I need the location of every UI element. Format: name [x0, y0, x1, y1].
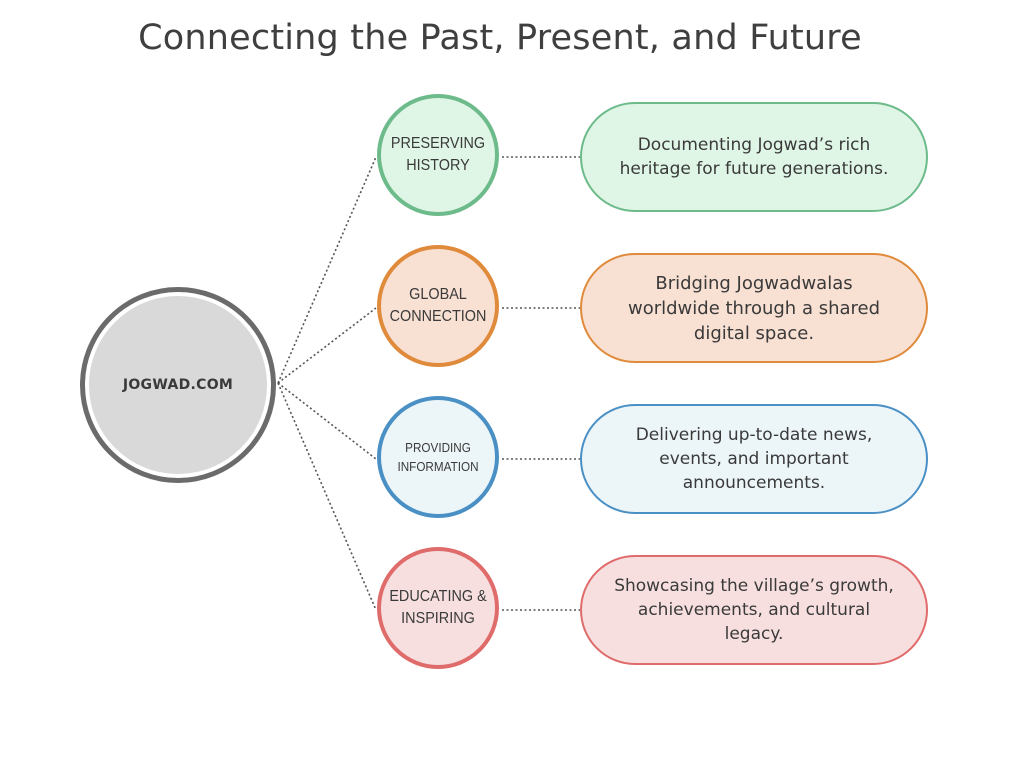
- hub-connector-4: [277, 382, 377, 611]
- pill-description: Documenting Jogwad’s rich heritage for f…: [619, 135, 889, 179]
- node-label-line2: HISTORY: [406, 157, 470, 174]
- page-title: Connecting the Past, Present, and Future: [138, 18, 862, 58]
- hub-connector-1: [277, 156, 377, 384]
- node-label-line1: PRESERVING: [390, 135, 486, 152]
- node-label: PRESERVING HISTORY: [387, 133, 490, 177]
- pill-description: Bridging Jogwadwalas worldwide through a…: [627, 272, 881, 344]
- node-global-connection: GLOBAL CONNECTION: [377, 245, 499, 367]
- pill-description: Delivering up-to-date news, events, and …: [635, 425, 873, 493]
- hub-connector-2: [277, 307, 377, 384]
- pill-global-connection: Bridging Jogwadwalas worldwide through a…: [580, 253, 928, 363]
- node-preserving-history: PRESERVING HISTORY: [377, 94, 499, 216]
- pill-providing-information: Delivering up-to-date news, events, and …: [580, 404, 928, 514]
- node-label: EDUCATING & INSPIRING: [387, 586, 490, 630]
- node-label-line2: INFORMATION: [397, 459, 479, 474]
- node-label: GLOBAL CONNECTION: [387, 284, 490, 328]
- node-educating-inspiring: EDUCATING & INSPIRING: [377, 547, 499, 669]
- node-label-line1: PROVIDING: [405, 440, 471, 455]
- node-label-line2: INSPIRING: [401, 610, 475, 627]
- node-label-line2: CONNECTION: [389, 308, 487, 325]
- hub-label: JOGWAD.COM: [122, 377, 234, 393]
- pill-description: Showcasing the village’s growth, achieve…: [614, 576, 894, 644]
- node-label-line1: EDUCATING &: [389, 588, 487, 605]
- pill-preserving-history: Documenting Jogwad’s rich heritage for f…: [580, 102, 928, 212]
- hub-connector-3: [277, 382, 377, 460]
- node-label-line1: GLOBAL: [409, 286, 467, 303]
- hub-circle: JOGWAD.COM: [80, 287, 276, 483]
- node-label: PROVIDING INFORMATION: [387, 438, 490, 476]
- hub-inner: JOGWAD.COM: [89, 296, 267, 474]
- node-providing-information: PROVIDING INFORMATION: [377, 396, 499, 518]
- pill-educating-inspiring: Showcasing the village’s growth, achieve…: [580, 555, 928, 665]
